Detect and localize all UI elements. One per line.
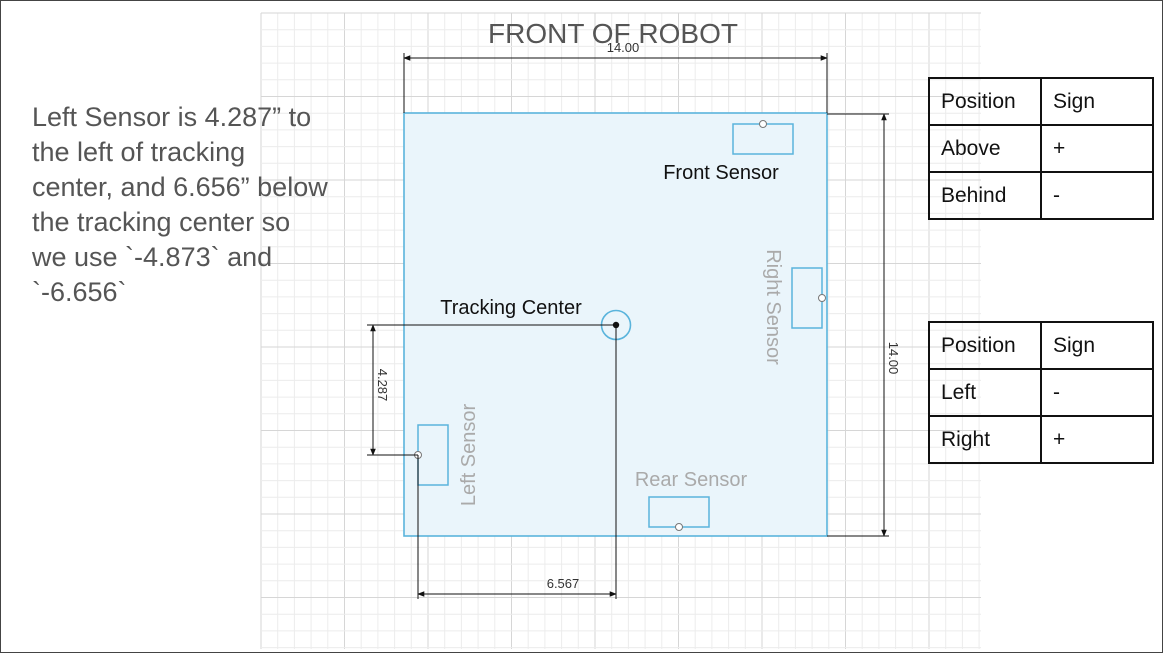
table-row: Right +: [928, 415, 1154, 464]
front-sensor: [732, 120, 794, 155]
table-cell: -: [1040, 171, 1154, 220]
diagram-title: FRONT OF ROBOT: [488, 18, 738, 49]
front-behind-sign-table: Position Sign Above + Behind -: [928, 77, 1154, 220]
table-cell: +: [1040, 415, 1154, 464]
width-dimension: [403, 53, 828, 113]
description-line: Left Sensor is 4.287” to: [32, 102, 312, 132]
horizontal-offset-label: 6.567: [547, 576, 580, 591]
description-line: we use `-4.873` and: [32, 242, 273, 272]
table-cell: -: [1040, 368, 1154, 417]
vertical-offset-label: 4.287: [375, 369, 390, 402]
table-row: Above +: [928, 124, 1154, 173]
table-row: Behind -: [928, 171, 1154, 220]
table-cell: Right: [928, 415, 1042, 464]
left-sensor-label: Left Sensor: [458, 404, 480, 507]
table-cell: Above: [928, 124, 1042, 173]
table-header-cell: Position: [928, 321, 1042, 370]
width-dimension-label: 14.00: [607, 40, 640, 55]
front-sensor-label: Front Sensor: [663, 162, 779, 184]
left-right-sign-table: Position Sign Left - Right +: [928, 321, 1154, 464]
left-sensor-description: Left Sensor is 4.287” to the left of tra…: [32, 100, 372, 310]
table-header-cell: Sign: [1040, 321, 1154, 370]
table-header-cell: Sign: [1040, 77, 1154, 126]
description-line: the tracking center so: [32, 207, 291, 237]
right-sensor: [791, 267, 826, 329]
table-row: Left -: [928, 368, 1154, 417]
right-sensor-label: Right Sensor: [762, 249, 784, 365]
height-dimension: [827, 113, 889, 537]
description-line: the left of tracking: [32, 137, 246, 167]
table-cell: Left: [928, 368, 1042, 417]
vertical-offset-dimension: [367, 324, 616, 456]
description-line: center, and 6.656” below: [32, 172, 328, 202]
table-cell: +: [1040, 124, 1154, 173]
tracking-center-label: Tracking Center: [440, 297, 582, 319]
table-header-cell: Position: [928, 77, 1042, 126]
table-cell: Behind: [928, 171, 1042, 220]
rear-sensor: [648, 496, 710, 531]
table-header-row: Position Sign: [928, 77, 1154, 126]
description-line: `-6.656`: [32, 277, 127, 307]
horizontal-offset-dimension: [417, 325, 617, 599]
table-header-row: Position Sign: [928, 321, 1154, 370]
height-dimension-label: 14.00: [886, 342, 901, 375]
rear-sensor-label: Rear Sensor: [635, 469, 748, 491]
